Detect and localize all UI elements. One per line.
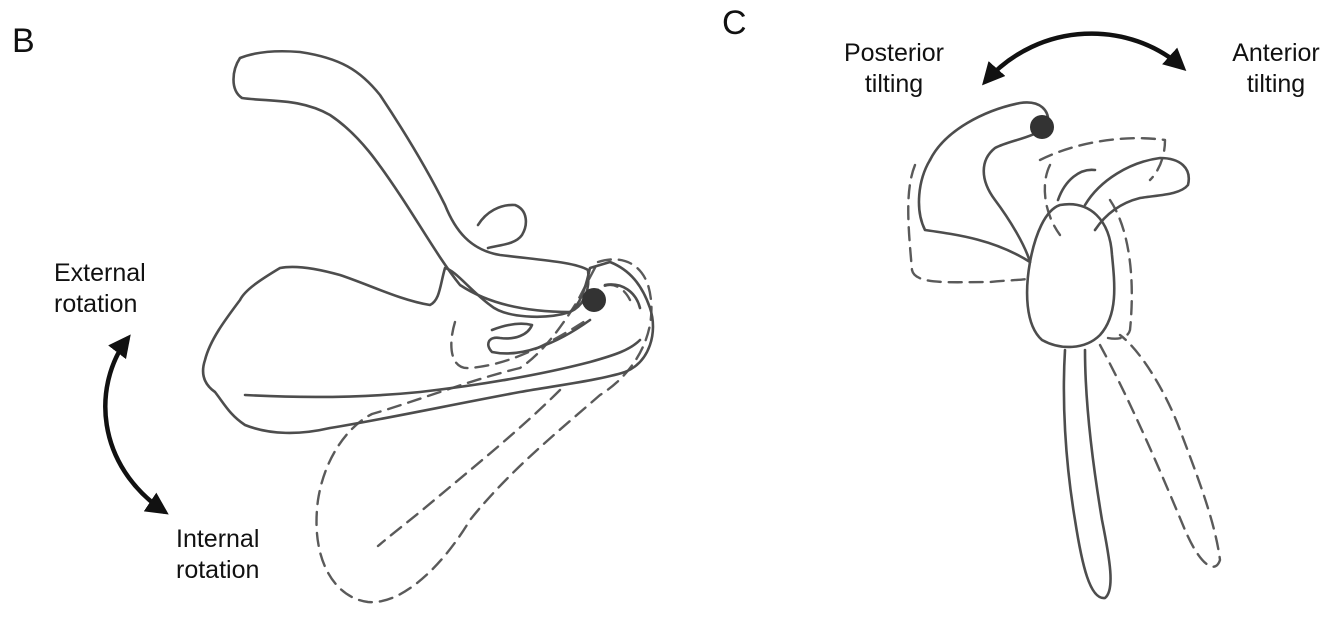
label-anterior-tilting-line2: tilting	[1246, 70, 1306, 98]
scapula-body-outline	[201, 260, 655, 435]
label-posterior-tilting-line1: Posterior	[843, 39, 945, 67]
label-anterior-tilting-line1: Anterior	[1232, 39, 1320, 67]
scapula-rotated-spine	[450, 316, 592, 370]
panel-letter-b: B	[12, 22, 35, 60]
scapula-side-coracoid	[1083, 156, 1191, 232]
scapula-tilted-body	[907, 163, 1034, 284]
scapula-side-blade	[1062, 348, 1112, 600]
scapula-side-coracoid-2	[1056, 168, 1097, 202]
label-external-rotation: External rotation	[54, 258, 146, 320]
scapula-rotated-outline	[315, 258, 653, 604]
scapula-tilted-blade	[1098, 333, 1222, 568]
label-posterior-tilting-line2: tilting	[864, 70, 924, 98]
scapula-lower-edge	[243, 338, 642, 399]
pivot-dot-c	[1030, 115, 1054, 139]
scapula-tilted-glenoid	[1106, 198, 1133, 340]
scapula-tilted-acromion	[1038, 137, 1167, 182]
scapula-tilted-inner	[1043, 163, 1062, 237]
tilting-arrow-c	[982, 31, 1187, 86]
scapula-rotated-blade-edge	[376, 388, 562, 548]
label-internal-rotation-line2: rotation	[176, 556, 260, 584]
label-anterior-tilting: Anterior tilting	[1214, 38, 1338, 100]
label-external-rotation-line2: rotation	[54, 290, 138, 318]
scapula-side-body	[917, 158, 1032, 264]
panel-b-drawing	[103, 49, 655, 604]
label-external-rotation-line1: External	[54, 259, 146, 287]
scapula-side-acromion	[928, 101, 1050, 264]
label-internal-rotation: Internal rotation	[176, 524, 259, 586]
scapula-coracoid	[476, 203, 528, 250]
panel-c-drawing	[907, 31, 1222, 600]
pivot-dot-b	[582, 288, 606, 312]
scapula-side-glenoid	[1025, 202, 1116, 349]
label-internal-rotation-line1: Internal	[176, 525, 260, 553]
panel-letter-c: C	[722, 4, 747, 42]
scapula-glenoid	[603, 283, 642, 310]
label-posterior-tilting: Posterior tilting	[826, 38, 962, 100]
rotation-arrow-b	[103, 334, 169, 515]
scapula-acromion	[232, 49, 590, 314]
scapula-glenoid-neck	[487, 318, 592, 355]
